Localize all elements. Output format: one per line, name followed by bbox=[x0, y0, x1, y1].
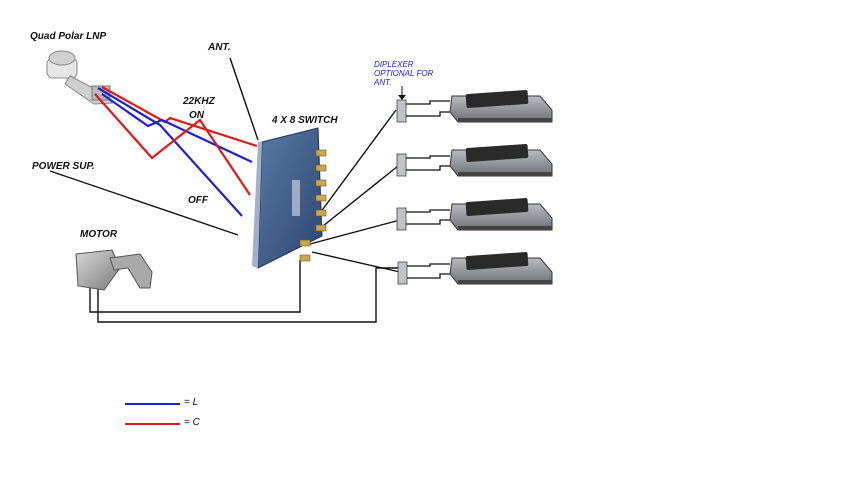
4x8-switch-icon bbox=[252, 127, 327, 269]
diplexer-label: DIPLEXER bbox=[374, 60, 414, 69]
power-supply-label: POWER SUP. bbox=[32, 161, 95, 172]
diplexer-label-3: ANT. bbox=[374, 78, 392, 87]
diplexer-arrow-icon bbox=[398, 86, 406, 100]
lnb-label: Quad Polar LNP bbox=[30, 31, 107, 42]
receiver-2-icon bbox=[449, 143, 553, 177]
off-label: OFF bbox=[188, 195, 208, 206]
ant-label: ANT. bbox=[208, 42, 231, 53]
receiver-1-icon bbox=[449, 89, 553, 123]
switch-motor-line bbox=[89, 260, 301, 313]
cable-blue bbox=[97, 87, 243, 217]
receiver-cables bbox=[406, 100, 450, 279]
cable-red bbox=[101, 86, 258, 148]
cable-blue bbox=[101, 93, 253, 163]
diplexer-icons bbox=[396, 99, 408, 285]
feed-line-3 bbox=[309, 219, 401, 245]
lnb-cables bbox=[94, 86, 258, 217]
motor-icon bbox=[75, 249, 153, 291]
ant-leader-line bbox=[229, 57, 259, 141]
receiver-4-icon bbox=[449, 251, 553, 285]
power-leader-line bbox=[49, 170, 239, 236]
switch-label: 4 X 8 SWITCH bbox=[272, 115, 338, 126]
motor-label: MOTOR bbox=[80, 229, 118, 240]
diplexer-label-2: OPTIONAL FOR bbox=[374, 69, 434, 78]
receiver-3-icon bbox=[449, 197, 553, 231]
tone-22khz-label: 22KHZ bbox=[183, 96, 215, 107]
legend-swatches bbox=[125, 403, 180, 425]
legend-label-c: = C bbox=[184, 417, 200, 428]
feed-line-4 bbox=[311, 251, 401, 273]
legend-label-l: = L bbox=[184, 397, 199, 408]
tone-on-label: ON bbox=[189, 110, 204, 121]
quad-lnb-icon bbox=[46, 50, 113, 105]
cable-red bbox=[94, 93, 251, 196]
motor-cable bbox=[97, 267, 400, 323]
